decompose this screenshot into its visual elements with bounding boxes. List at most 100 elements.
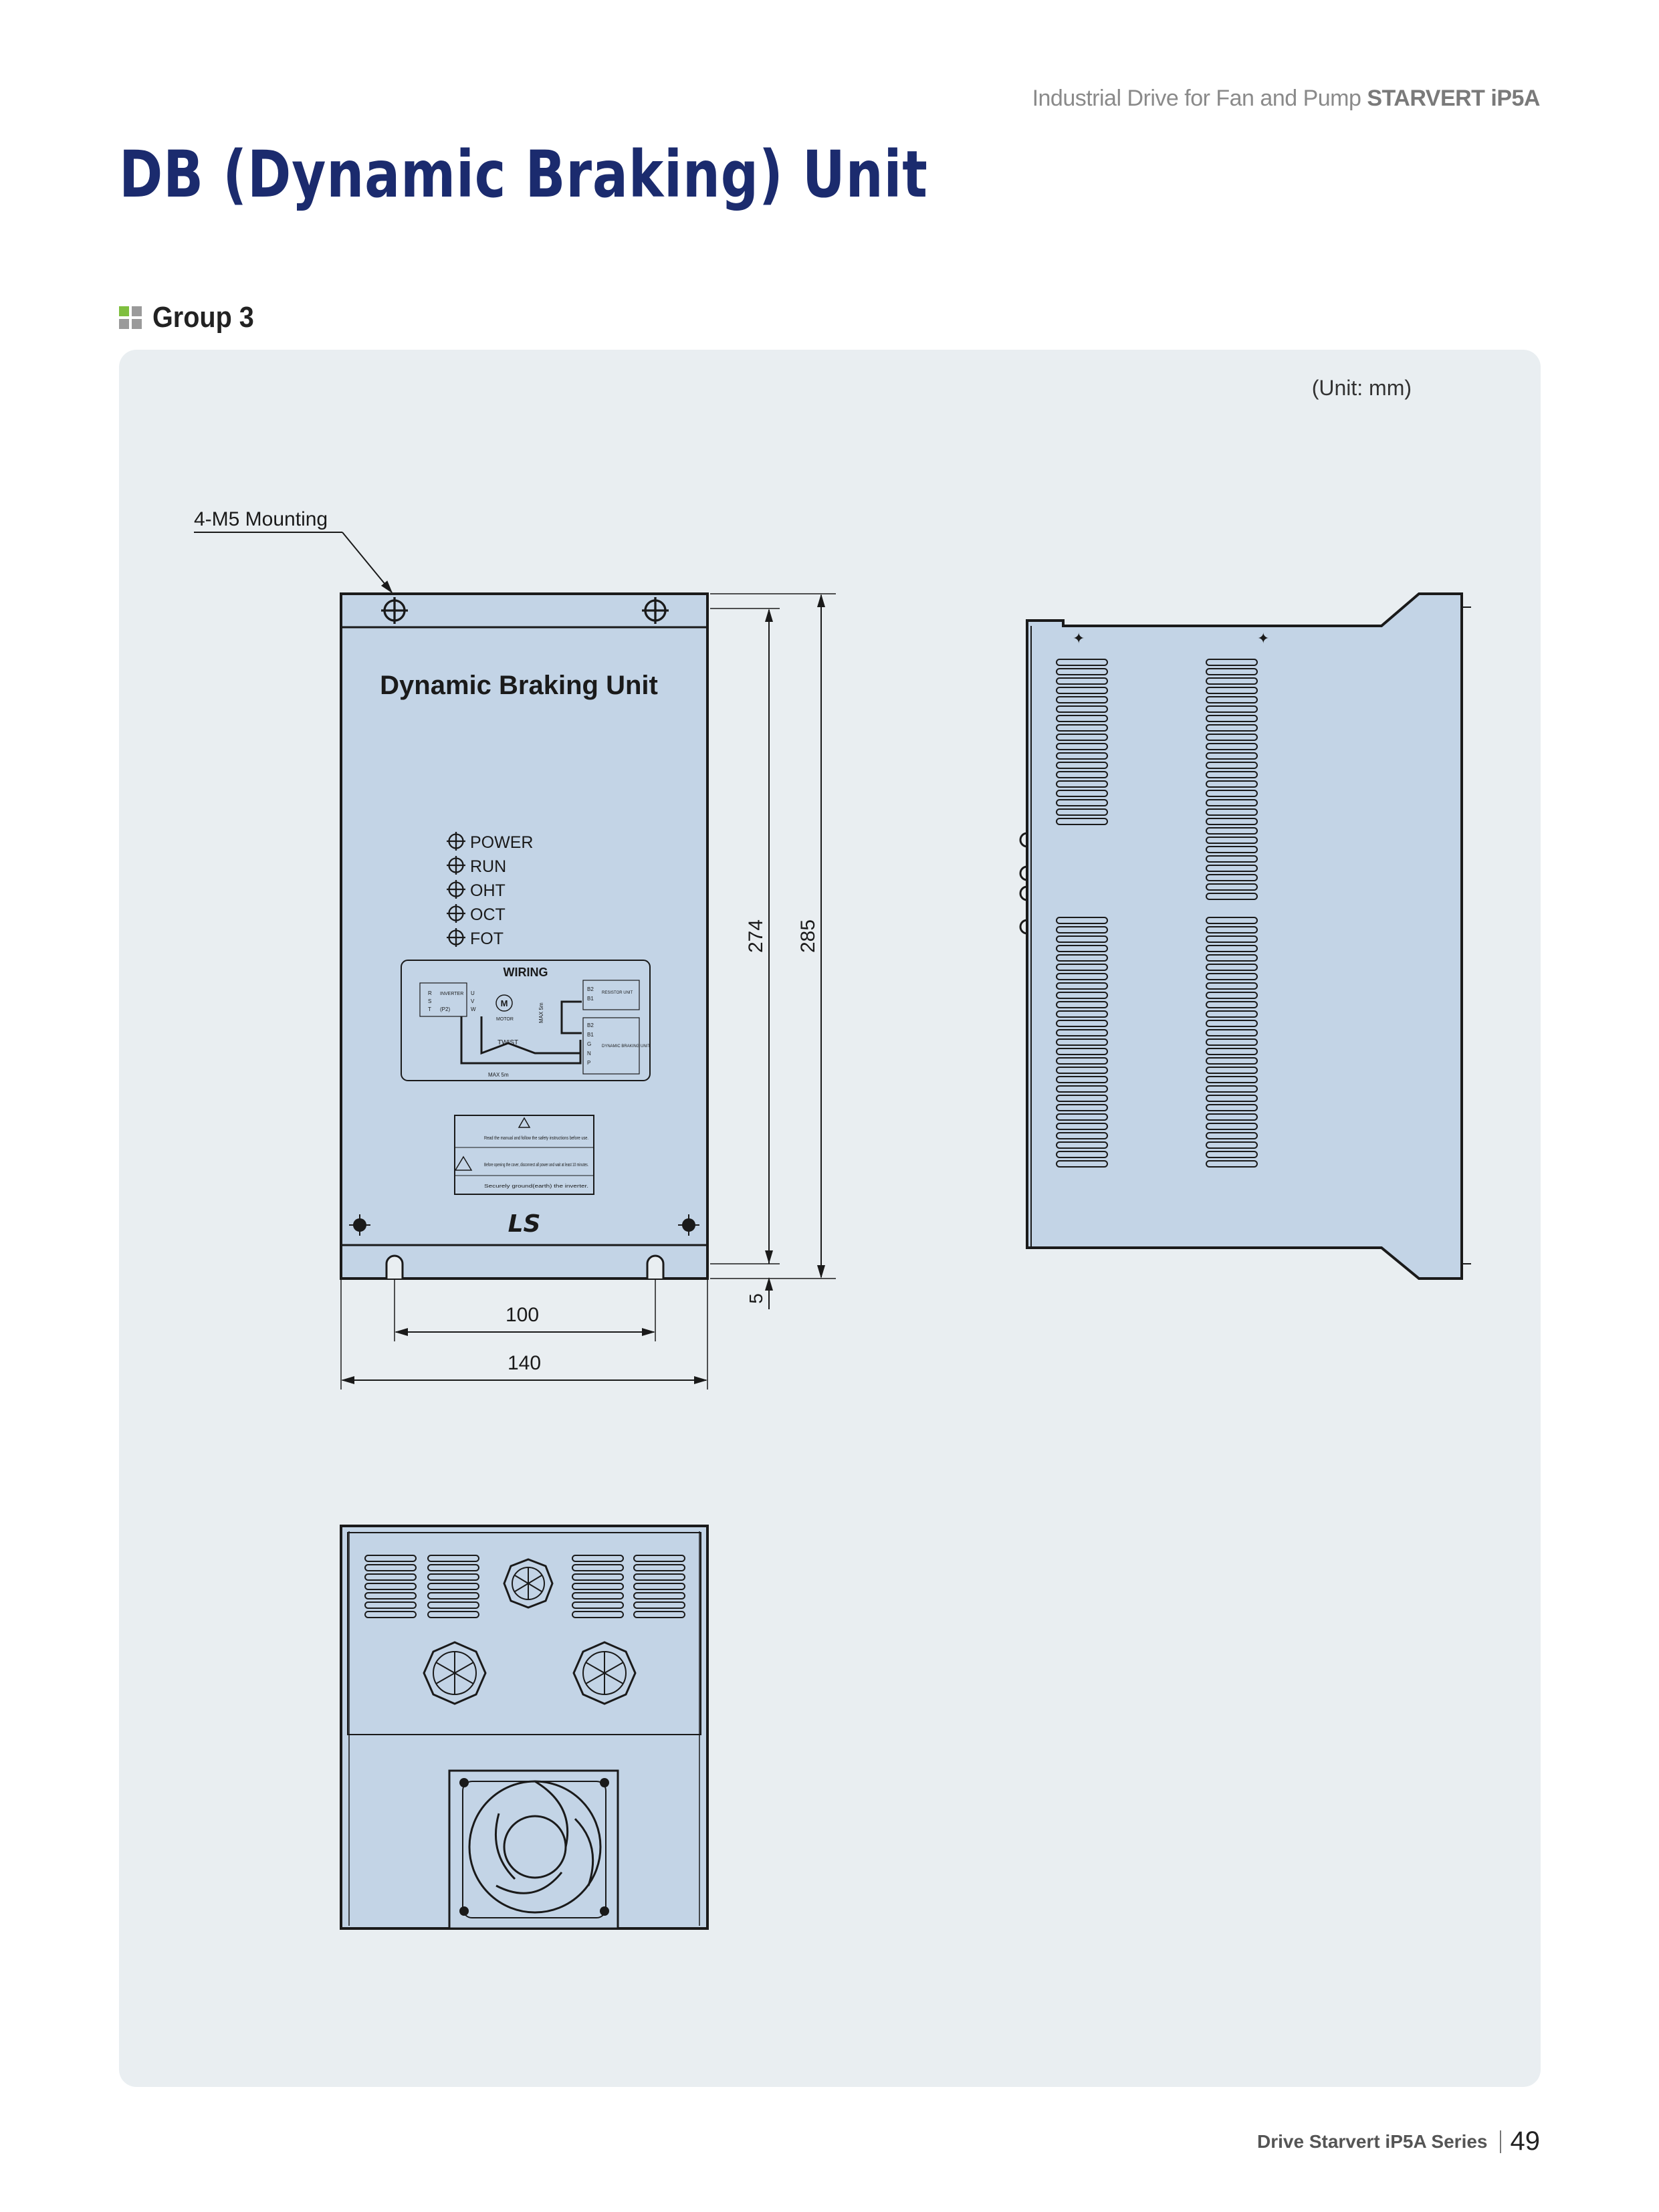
vent-slot xyxy=(1206,1095,1258,1102)
vent-slot xyxy=(1056,696,1108,703)
vent-slot xyxy=(1056,982,1108,990)
side-view: ✦ ✦ xyxy=(1019,592,1471,1280)
vent-slot xyxy=(1206,1038,1258,1046)
wiring-diagram: WIRING R S T INVERTER (P2) U V W M MOTOR… xyxy=(401,960,651,1081)
vent-slot xyxy=(364,1611,417,1618)
vent-slot xyxy=(1056,734,1108,741)
mount-slot-icon xyxy=(385,1254,404,1279)
svg-text:RESISTOR UNIT: RESISTOR UNIT xyxy=(602,991,633,995)
vent-slot xyxy=(1206,1104,1258,1111)
vent-slot xyxy=(1206,1048,1258,1055)
svg-text:MOTOR: MOTOR xyxy=(496,1017,514,1022)
vent-slot xyxy=(1206,1067,1258,1074)
vent-slot xyxy=(1056,1123,1108,1130)
svg-text:S: S xyxy=(428,998,431,1004)
vent-slot xyxy=(364,1564,417,1571)
document-header: Industrial Drive for Fan and Pump STARVE… xyxy=(1032,86,1541,112)
vent-slot xyxy=(633,1555,685,1562)
vent-slot xyxy=(1206,734,1258,741)
section-heading: Group 3 xyxy=(119,301,265,334)
vent-slot xyxy=(1206,808,1258,816)
bullet-square xyxy=(119,319,129,329)
page-number: 49 xyxy=(1510,2126,1541,2156)
front-view: Dynamic Braking Unit POWER RUN OHT OCT F… xyxy=(194,508,836,1390)
vent-slot xyxy=(572,1601,624,1609)
svg-text:B2: B2 xyxy=(587,986,594,992)
vent-slot xyxy=(427,1592,479,1599)
svg-text:R: R xyxy=(428,990,432,996)
vent-slot xyxy=(1056,799,1108,806)
vent-slot xyxy=(1056,1067,1108,1074)
section-label: Group 3 xyxy=(152,301,254,334)
vent-slot xyxy=(1206,677,1258,685)
vent-slot xyxy=(427,1564,479,1571)
vent-slot xyxy=(1206,818,1258,825)
vent-slot xyxy=(1056,1029,1108,1036)
vent-slot xyxy=(1206,668,1258,675)
led-label: OCT xyxy=(470,905,506,924)
vent-slot xyxy=(1056,1151,1108,1158)
mount-slot-icon xyxy=(646,1254,665,1279)
vent-slot xyxy=(364,1592,417,1599)
vent-slot xyxy=(1056,808,1108,816)
section-bullet-icon xyxy=(119,306,142,329)
vent-slot xyxy=(1056,1038,1108,1046)
vent-slot xyxy=(1056,1104,1108,1111)
vent-slot xyxy=(427,1583,479,1590)
vent-slot xyxy=(1206,954,1258,962)
vent-slot xyxy=(1056,1085,1108,1093)
vent-slot xyxy=(1056,1020,1108,1027)
vent-slot xyxy=(1206,1160,1258,1168)
vent-slot xyxy=(1206,1010,1258,1018)
vent-slot xyxy=(1206,945,1258,952)
vent-slot xyxy=(1056,677,1108,685)
side-bumps xyxy=(1019,832,1028,935)
vent-slot xyxy=(1206,743,1258,750)
ls-logo: LS xyxy=(508,1210,541,1238)
vent-slot xyxy=(1056,743,1108,750)
vent-slot xyxy=(1056,771,1108,778)
dim-width-outer: 140 xyxy=(508,1352,541,1374)
svg-text:DYNAMIC BRAKING UNIT: DYNAMIC BRAKING UNIT xyxy=(602,1044,650,1048)
bullet-square xyxy=(119,306,129,316)
vent-slot xyxy=(1206,1020,1258,1027)
svg-text:B2: B2 xyxy=(587,1022,594,1028)
svg-text:INVERTER: INVERTER xyxy=(440,992,463,996)
vent-slot xyxy=(572,1564,624,1571)
vent-slot xyxy=(1206,964,1258,971)
vent-slot xyxy=(1056,762,1108,769)
svg-text:V: V xyxy=(471,998,475,1004)
svg-text:TWIST: TWIST xyxy=(497,1039,518,1046)
vent-slot xyxy=(1056,724,1108,732)
vent-slot xyxy=(1056,1057,1108,1065)
vent-slot xyxy=(1056,1132,1108,1139)
vent-slot xyxy=(427,1611,479,1618)
vent-slot xyxy=(633,1573,685,1581)
vent-slot xyxy=(1056,964,1108,971)
vent-slot xyxy=(427,1601,479,1609)
side-screw-icon: ✦ xyxy=(1073,631,1085,647)
vent-slot xyxy=(633,1611,685,1618)
led-label: FOT xyxy=(470,929,504,948)
vent-slot xyxy=(1206,1151,1258,1158)
vent-slot xyxy=(1206,1132,1258,1139)
svg-text:T: T xyxy=(428,1006,431,1012)
vent-slot xyxy=(1206,799,1258,806)
vent-slot xyxy=(1206,883,1258,891)
vent-slot xyxy=(1206,973,1258,980)
vent-slot xyxy=(1206,1001,1258,1008)
footer-series: Drive Starvert iP5A Series xyxy=(1257,2130,1488,2152)
header-subtitle: Industrial Drive for Fan and Pump xyxy=(1032,86,1361,111)
led-label: POWER xyxy=(470,833,533,852)
vent-slot xyxy=(1206,752,1258,760)
vent-slot xyxy=(1206,1123,1258,1130)
svg-text:U: U xyxy=(471,990,475,996)
vent-slot xyxy=(427,1555,479,1562)
svg-text:P: P xyxy=(587,1060,590,1066)
vent-slot xyxy=(1056,780,1108,788)
svg-text:B1: B1 xyxy=(587,1032,594,1038)
dim-width-inner: 100 xyxy=(506,1304,539,1326)
led-indicators: POWER RUN OHT OCT FOT xyxy=(447,832,533,948)
vent-slot xyxy=(1206,687,1258,694)
vent-slot xyxy=(1056,1095,1108,1102)
